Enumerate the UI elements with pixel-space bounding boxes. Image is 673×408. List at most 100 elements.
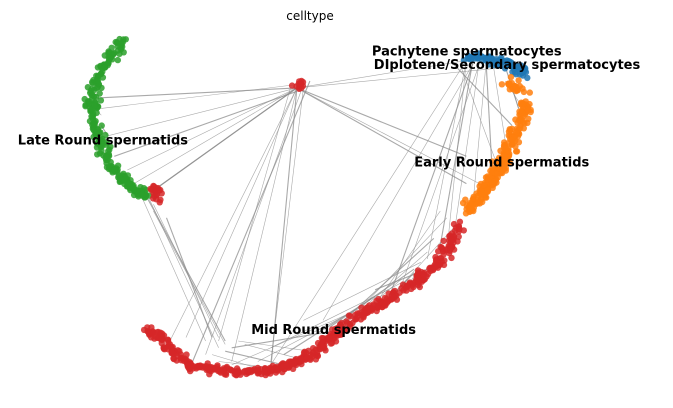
cell-point [91,122,98,129]
cell-point [509,68,516,76]
cell-point [120,49,127,56]
graph-edge [387,63,474,301]
cell-point [506,58,513,65]
cell-point [240,368,248,375]
cell-point [489,158,496,165]
cell-point [526,89,533,96]
cell-point [514,119,521,127]
cell-point [462,210,470,217]
cell-point [215,367,222,375]
cell-point [417,277,424,284]
graph-edge [107,87,297,137]
label-layer: Pachytene spermatocytesDIplotene/Seconda… [18,44,641,338]
graph-edge [459,63,500,171]
cell-point [375,295,382,303]
cell-point [99,142,106,150]
cell-point [160,332,168,339]
cell-point [495,165,503,172]
graph-edge [231,87,298,362]
graph-edge [94,87,297,99]
cell-point [512,143,519,150]
graph-edge [492,60,506,143]
graph-edge [427,60,467,259]
cell-point [429,266,437,274]
cell-point [526,100,533,108]
graph-edge [231,330,337,349]
cell-point [89,79,96,86]
cell-point [396,289,403,296]
cell-point [460,57,468,64]
cell-point [493,170,501,177]
cell-point [130,184,137,191]
cell-point [93,84,100,92]
cell-point [485,61,492,68]
graph-edge [303,262,421,321]
cell-point [305,347,312,354]
graph-edge [205,84,304,355]
cell-point [303,354,311,362]
graph-edge [381,282,402,294]
graph-edge [225,350,284,366]
cell-point [283,362,290,369]
cell-point [524,74,531,82]
graph-edge [165,217,213,338]
graph-edge [140,193,206,342]
cell-point [90,127,98,134]
cell-point [228,367,235,374]
cell-point [81,95,88,103]
cell-point [381,301,388,308]
cell-point [102,131,109,139]
cell-point [505,128,513,135]
cell-point [111,49,118,57]
graph-edge [244,344,297,359]
cell-point [170,355,177,363]
cell-point [506,159,513,166]
cell-point [383,295,390,302]
cell-point [501,58,508,65]
cell-point [111,166,118,174]
cell-point [326,334,333,341]
cell-point [119,43,126,50]
cell-point [463,202,470,209]
cell-point [519,100,526,107]
cell-point [233,365,241,372]
cell-point [432,257,440,264]
graph-edge [153,204,219,338]
edge-layer [94,60,520,369]
cell-point [176,348,183,355]
cell-point [165,339,172,347]
cell-point [310,345,317,352]
cell-point [297,80,304,88]
cell-point [477,196,484,204]
graph-edge [166,87,298,348]
cell-point [196,363,203,371]
cell-point [96,90,103,97]
cell-point [351,311,359,319]
cell-point [105,147,112,155]
cell-point [369,306,376,313]
cell-point [440,251,447,258]
graph-edge [153,87,298,191]
graph-edge [270,87,298,369]
cell-point [101,52,109,59]
cell-point [483,194,490,201]
cell-point [125,180,133,187]
graph-edge [453,60,480,239]
graph-edge [192,80,311,362]
cell-point [440,237,447,245]
graph-edge [231,313,350,366]
graph-edge [185,87,298,338]
cell-point [517,124,524,132]
cell-point [87,87,94,95]
cell-point [503,145,510,152]
cell-point [512,148,520,155]
graph-edge [296,87,487,188]
cell-point [448,230,456,237]
graph-edge [212,354,258,369]
cell-point [101,64,109,71]
graph-edge [296,87,467,157]
graph-edge [400,63,480,287]
cell-point [448,244,456,251]
cell-point [122,36,129,43]
cell-point [360,314,367,321]
